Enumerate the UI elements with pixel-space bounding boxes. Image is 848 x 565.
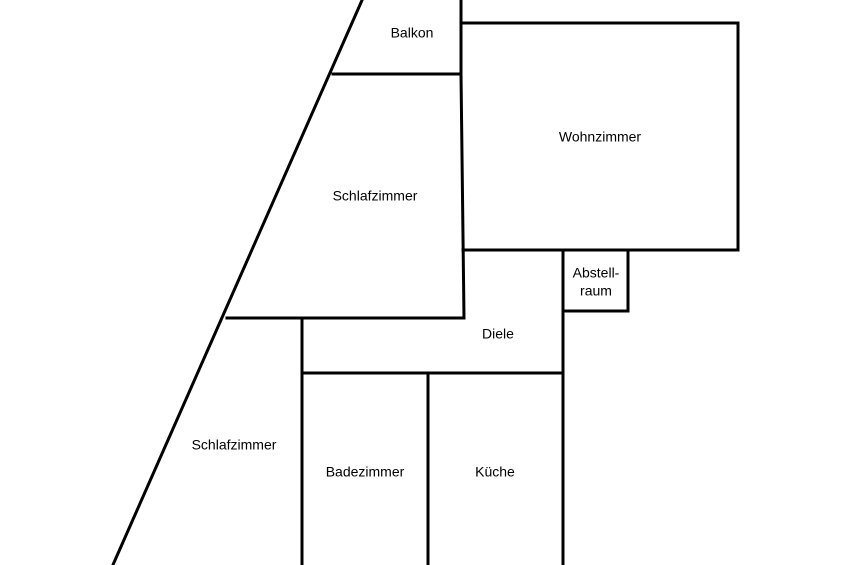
- label-abstellraum-line1: Abstell-: [573, 265, 620, 281]
- label-badezimmer: Badezimmer: [326, 464, 405, 480]
- label-schlafzimmer-upper: Schlafzimmer: [333, 188, 418, 204]
- wall-schlafzimmer-upper-right: [459, 72, 466, 320]
- label-diele: Diele: [482, 326, 514, 342]
- label-balkon: Balkon: [391, 25, 434, 41]
- label-abstellraum-line2: raum: [580, 283, 612, 299]
- walls: [111, 0, 740, 565]
- label-wohnzimmer: Wohnzimmer: [559, 129, 642, 145]
- label-kueche: Küche: [475, 464, 515, 480]
- wall-diagonal: [111, 0, 364, 565]
- label-schlafzimmer-lower: Schlafzimmer: [192, 437, 277, 453]
- room-labels: Balkon Wohnzimmer Schlafzimmer Abstell- …: [192, 25, 642, 480]
